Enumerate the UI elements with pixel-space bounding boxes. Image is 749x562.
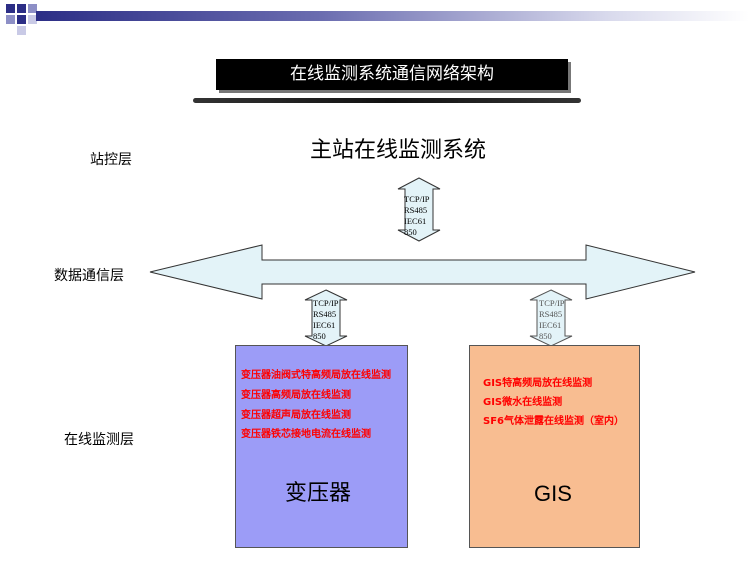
protocol-tcpip: TCP/IP [404, 194, 430, 204]
transformer-feature: 变压器高频局放在线监测 [241, 390, 351, 401]
protocol-850: 850 [404, 227, 417, 237]
master-system-title: 主站在线监测系统 [310, 138, 487, 163]
header-gradient-bar [36, 11, 749, 21]
protocol-tcpip: TCP/IP [313, 298, 339, 308]
gis-label: GIS [534, 481, 572, 506]
gis-feature: GIS特高频局放在线监测 [483, 378, 593, 389]
protocol-iec61: IEC61 [313, 320, 336, 330]
gis-box: GIS特高频局放在线监测 GIS微水在线监测 SF6气体泄露在线监测（室内） G… [469, 345, 640, 548]
transformer-box: 变压器油阀式特高频局放在线监测 变压器高频局放在线监测 变压器超声局放在线监测 … [235, 345, 408, 548]
protocol-tcpip: TCP/IP [539, 298, 565, 308]
transformer-label: 变压器 [285, 481, 352, 506]
data-bus-arrow [149, 244, 696, 300]
protocol-label-right: TCP/IP RS485 IEC61 850 [539, 298, 565, 342]
layer-label-station-control: 站控层 [90, 152, 132, 168]
protocol-label-left: TCP/IP RS485 IEC61 850 [313, 298, 339, 342]
protocol-850: 850 [539, 331, 552, 341]
protocol-850: 850 [313, 331, 326, 341]
protocol-iec61: IEC61 [404, 216, 427, 226]
protocol-rs485: RS485 [313, 309, 337, 319]
protocol-rs485: RS485 [404, 205, 428, 215]
protocol-label-top: TCP/IP RS485 IEC61 850 [404, 194, 430, 238]
layer-label-online-monitoring: 在线监测层 [64, 432, 134, 448]
protocol-iec61: IEC61 [539, 320, 562, 330]
transformer-feature: 变压器铁芯接地电流在线监测 [241, 429, 371, 440]
title-underline [193, 98, 581, 103]
slide-title: 在线监测系统通信网络架构 [216, 59, 568, 90]
arrow-master-to-bus [397, 177, 441, 242]
corner-decoration [0, 0, 60, 40]
protocol-rs485: RS485 [539, 309, 563, 319]
gis-feature: SF6气体泄露在线监测（室内） [483, 416, 624, 427]
gis-feature: GIS微水在线监测 [483, 397, 563, 408]
transformer-feature: 变压器油阀式特高频局放在线监测 [241, 370, 391, 381]
layer-label-data-comm: 数据通信层 [54, 268, 124, 284]
transformer-feature: 变压器超声局放在线监测 [241, 410, 351, 421]
